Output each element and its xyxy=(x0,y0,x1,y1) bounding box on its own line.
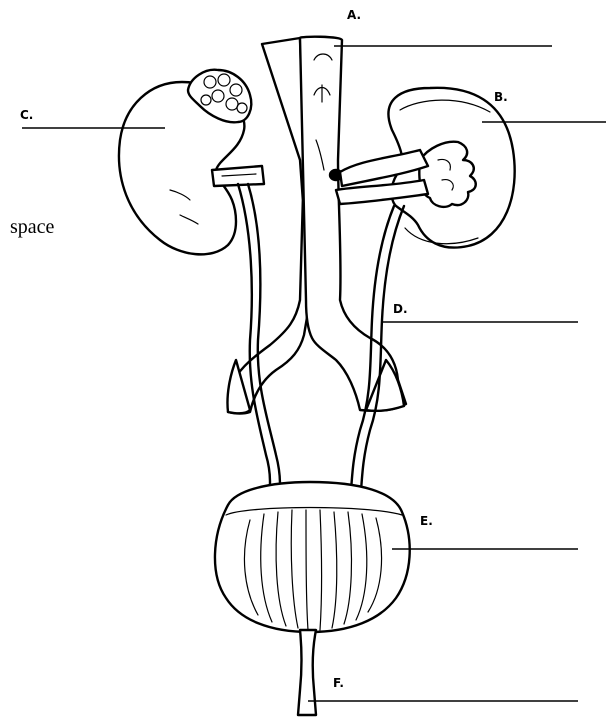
label-b: B. xyxy=(494,90,508,104)
label-c: C. xyxy=(20,108,33,122)
label-e: E. xyxy=(420,514,433,528)
urethra xyxy=(298,630,316,715)
bladder xyxy=(215,482,410,632)
space-note: space xyxy=(10,216,54,239)
label-d: D. xyxy=(393,302,408,316)
label-a: A. xyxy=(347,8,361,22)
label-f: F. xyxy=(333,676,344,690)
